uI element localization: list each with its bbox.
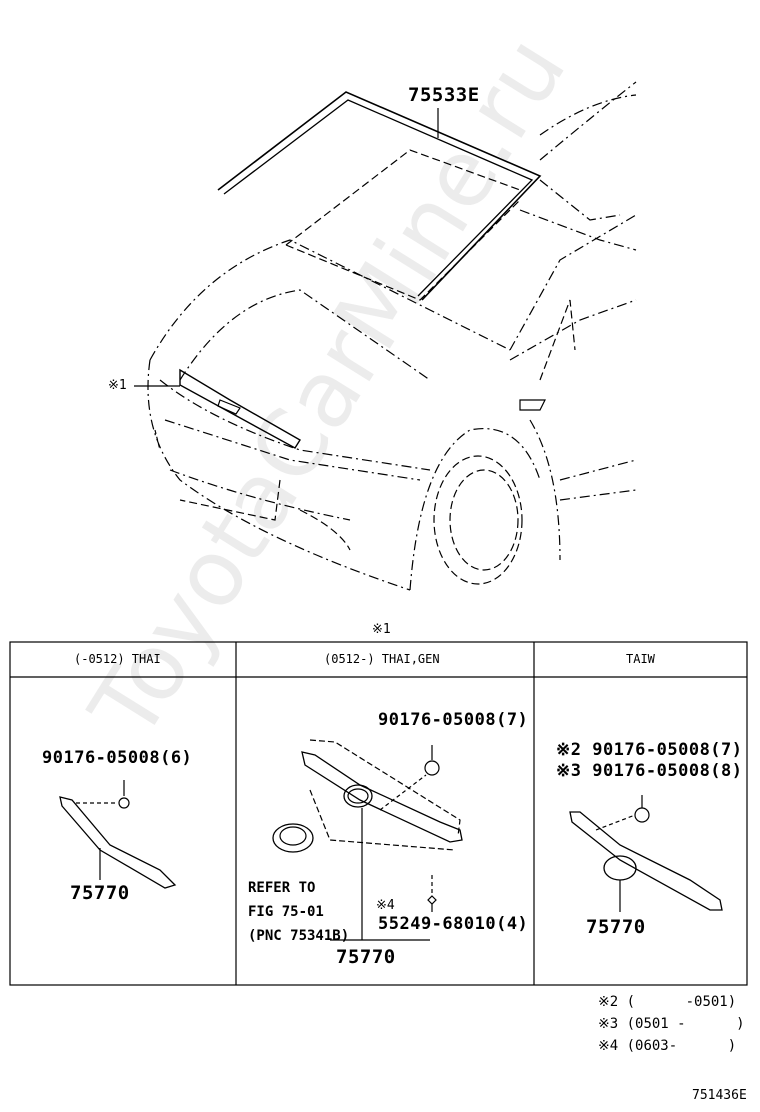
col3-bolt-b[interactable]: ※3 90176-05008(8): [556, 761, 743, 781]
col2-part[interactable]: 75770: [336, 946, 396, 968]
roof-line-2: [539, 94, 637, 136]
column-header-1: (-0512) THAI: [74, 652, 161, 666]
col2-bolt[interactable]: 90176-05008(7): [378, 710, 529, 730]
col1-part[interactable]: 75770: [70, 882, 130, 904]
table-caption: ※1: [372, 622, 391, 637]
footnote-2: ※2 ( -0501): [598, 994, 737, 1010]
footnote-4: ※4 (0603- ): [598, 1038, 737, 1054]
col3-part[interactable]: 75770: [586, 916, 646, 938]
column-header-3: TAIW: [626, 652, 655, 666]
wheel: [433, 455, 523, 585]
col2-clip[interactable]: 55249-68010(4): [378, 914, 529, 934]
garnish-col1: [59, 796, 177, 889]
bumper-outline: [147, 359, 411, 591]
callout-emblem: ※1: [108, 378, 127, 393]
col1-bolt[interactable]: 90176-05008(6): [42, 748, 193, 768]
col2-refer-line-3[interactable]: (PNC 75341B): [248, 928, 350, 944]
col2-refer-line-2: FIG 75-01: [248, 904, 324, 920]
col2-clip-mark: ※4: [376, 898, 395, 913]
emblem-ref: [272, 823, 314, 853]
grille-upper: [179, 368, 301, 449]
wheel-arch: [409, 428, 541, 591]
col2-refer-line-1: REFER TO: [248, 880, 316, 896]
hood-outline: [149, 239, 511, 361]
footnote-3: ※3 (0501 - ): [598, 1016, 745, 1032]
emblem-col2: [343, 784, 373, 808]
roof-line: [539, 81, 637, 161]
figure-id: 751436E: [692, 1088, 747, 1103]
part-windshield-molding[interactable]: 75533E: [408, 84, 480, 106]
column-header-2: (0512-) THAI,GEN: [324, 652, 440, 666]
windshield-molding-inner: [223, 99, 534, 297]
grille-col2: [301, 751, 463, 843]
windshield-molding: [217, 91, 542, 301]
grille-col3: [569, 811, 723, 911]
col3-bolt-a[interactable]: ※2 90176-05008(7): [556, 740, 743, 760]
variant-table: [9, 641, 748, 986]
